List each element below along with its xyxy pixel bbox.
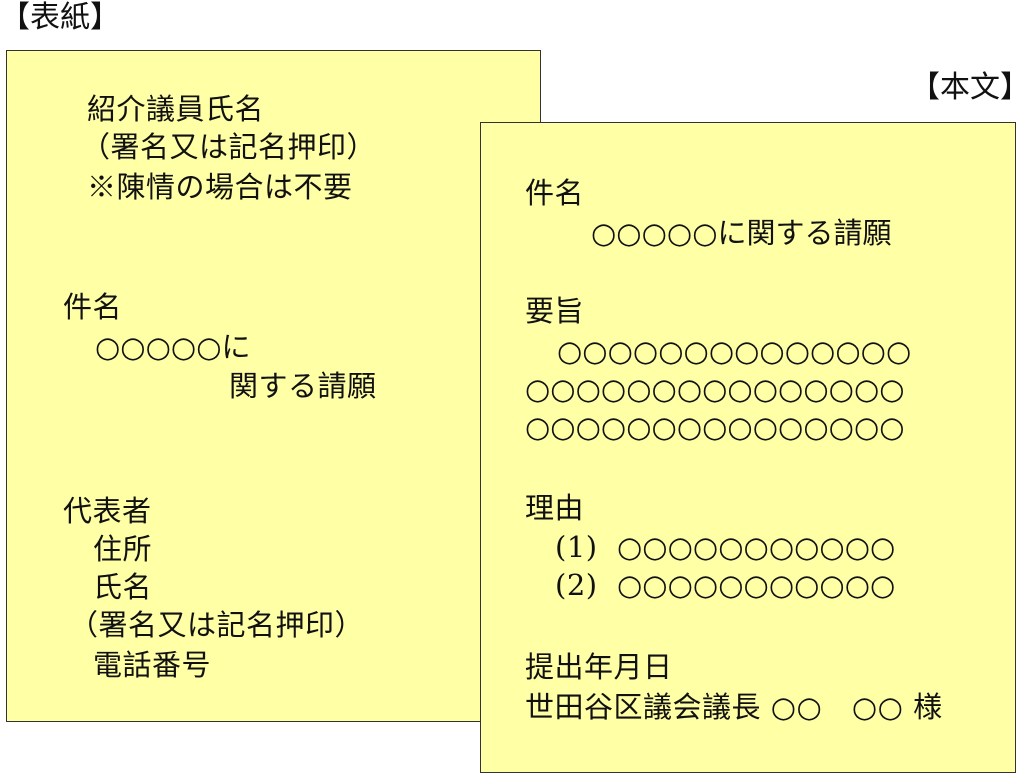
cover-subject-line1: ○○○○○に	[95, 330, 251, 364]
reason-item-2-number: (2)	[555, 568, 598, 602]
addressee-line: 世田谷区議会議長 ○○ ○○ 様	[525, 690, 943, 724]
summary-label: 要旨	[525, 294, 585, 328]
summary-line-3: ○○○○○○○○○○○○○○○	[525, 410, 905, 444]
cover-sheet: 紹介議員氏名 （署名又は記名押印） ※陳情の場合は不要 件名 ○○○○○に 関す…	[6, 50, 541, 722]
cover-subject-label: 件名	[63, 290, 123, 324]
representative-label: 代表者	[63, 494, 152, 528]
representative-phone: 電話番号	[93, 648, 212, 682]
summary-line-1: ○○○○○○○○○○○○○○	[557, 334, 912, 368]
cover-subject-line2: 関する請願	[229, 369, 377, 403]
reason-item-2-text: ○○○○○○○○○○○	[617, 568, 896, 602]
introducer-sign-note: （署名又は記名押印）	[81, 130, 377, 164]
introducer-title: 紹介議員氏名	[87, 92, 265, 126]
representative-address: 住所	[93, 532, 153, 566]
representative-sign-note: （署名又は記名押印）	[69, 608, 365, 642]
reason-item-1-number: (1)	[555, 530, 598, 564]
body-subject-value: ○○○○○に関する請願	[591, 216, 892, 250]
body-tag: 【本文】	[910, 70, 1024, 105]
summary-line-2: ○○○○○○○○○○○○○○○	[525, 372, 905, 406]
body-subject-label: 件名	[525, 176, 585, 210]
reason-item-1-text: ○○○○○○○○○○○	[617, 530, 896, 564]
body-sheet: 件名 ○○○○○に関する請願 要旨 ○○○○○○○○○○○○○○ ○○○○○○○…	[480, 122, 1016, 773]
cover-tag: 【表紙】	[0, 0, 120, 35]
submission-date-label: 提出年月日	[525, 650, 673, 684]
reason-label: 理由	[525, 491, 585, 525]
representative-name: 氏名	[93, 570, 153, 604]
petition-note: ※陳情の場合は不要	[87, 170, 353, 204]
